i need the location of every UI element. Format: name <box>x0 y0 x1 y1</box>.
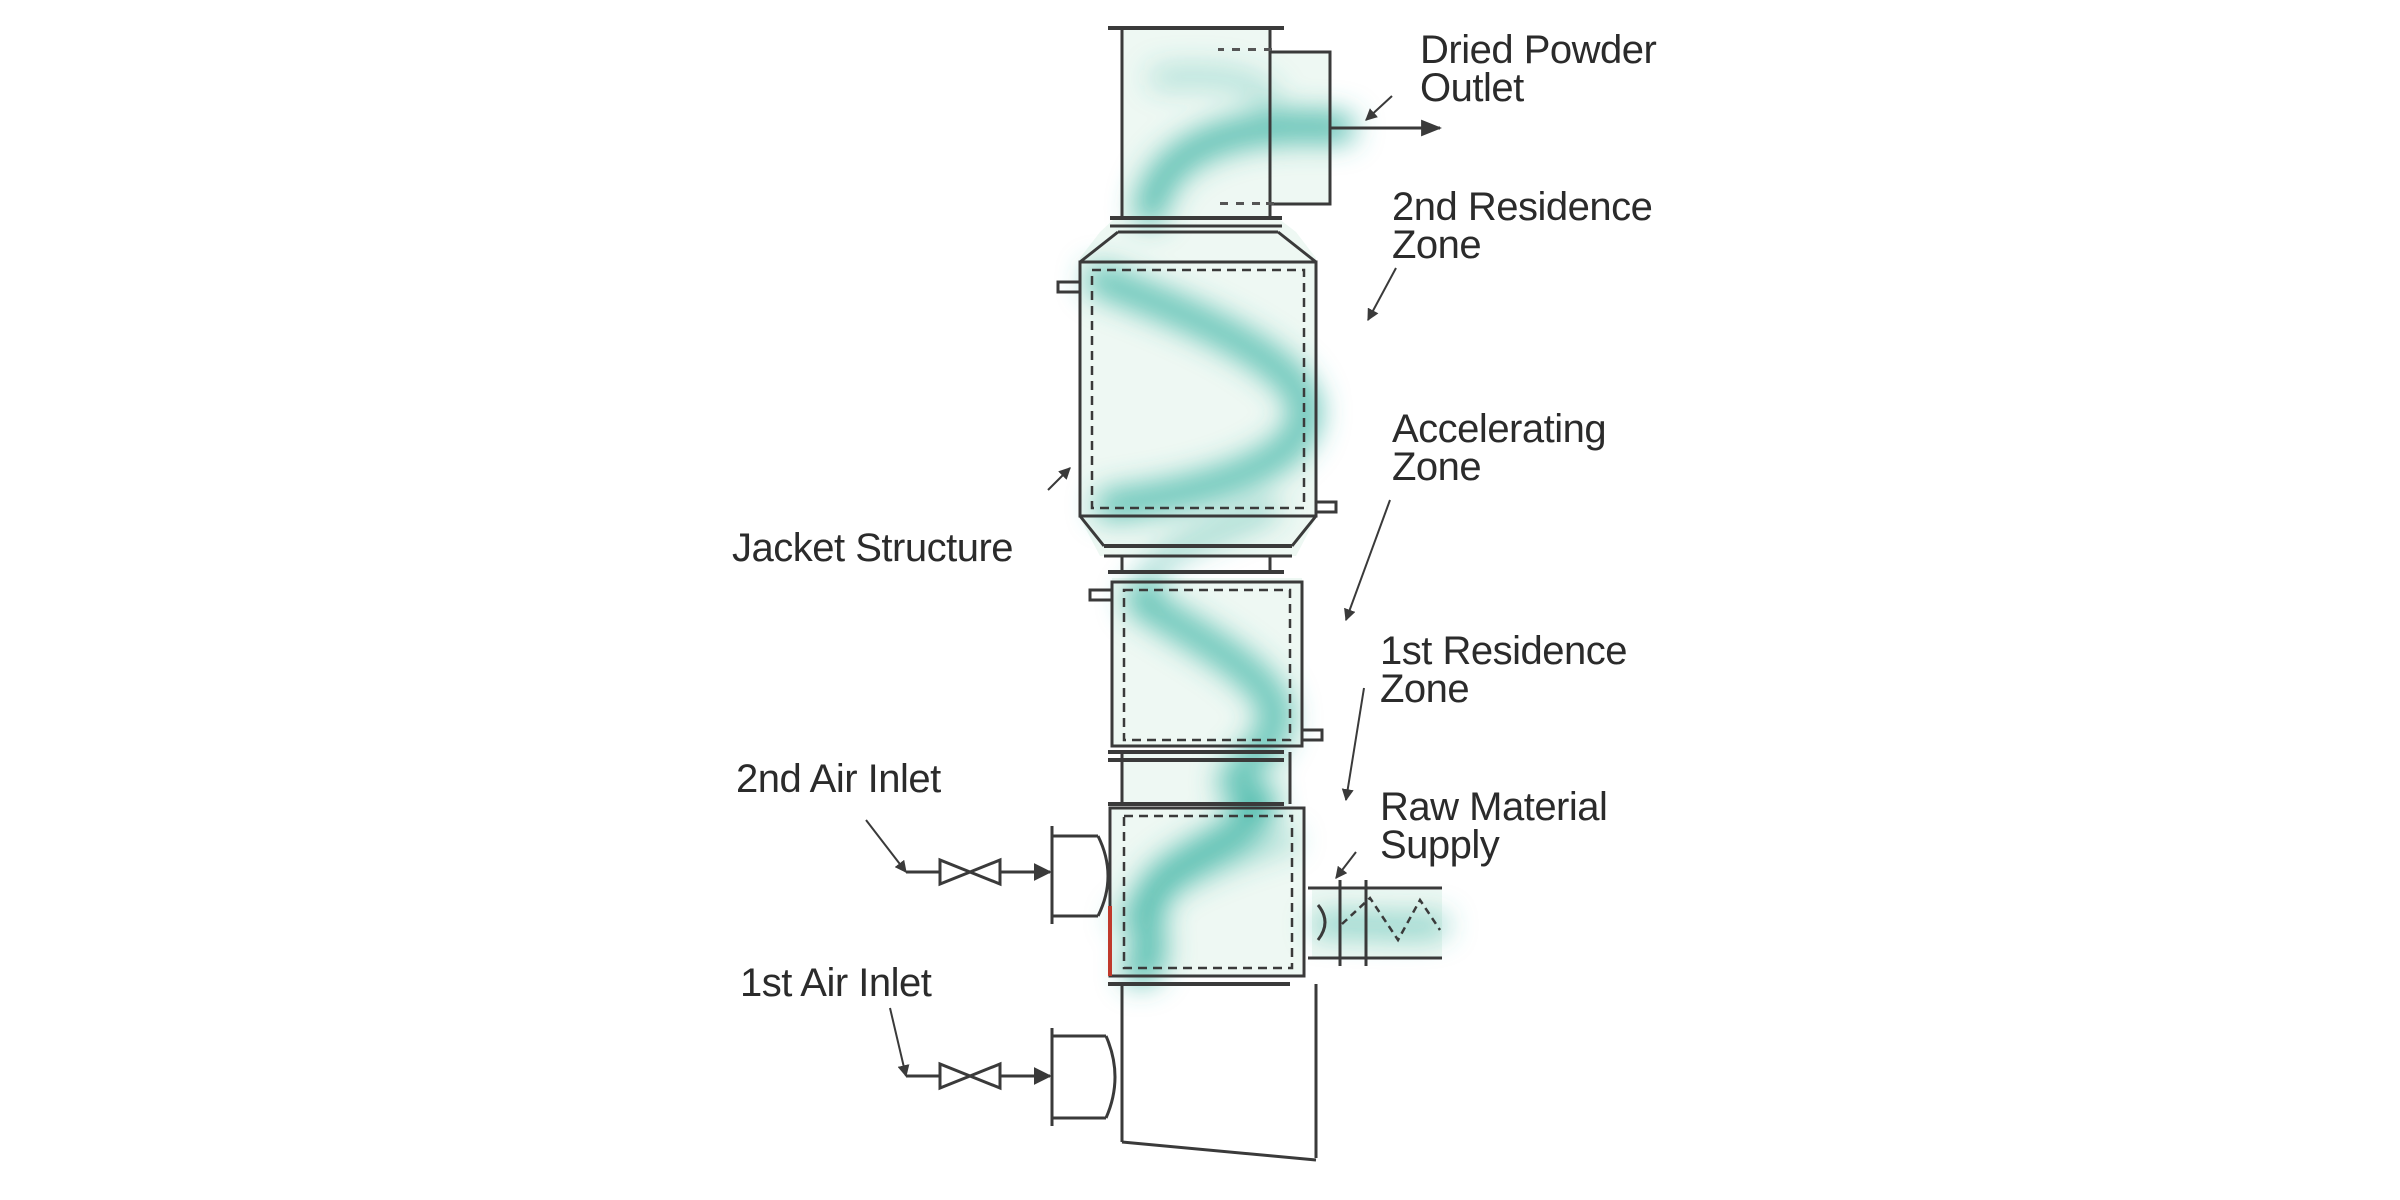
dryer-outline <box>1050 26 1442 1162</box>
air-inlet-lines <box>906 857 1052 1091</box>
label-line: Dried Powder <box>1420 28 1657 72</box>
label-line: 1st Air Inlet <box>740 961 932 1005</box>
label-first-residence-zone: 1st Residence Zone <box>1380 629 1627 711</box>
label-line: 2nd Air Inlet <box>736 757 941 801</box>
label-first-air-inlet: 1st Air Inlet <box>740 961 932 1005</box>
label-second-air-inlet: 2nd Air Inlet <box>736 757 941 801</box>
label-line: Zone <box>1380 667 1470 711</box>
leader-lines <box>865 95 1397 1078</box>
label-line: 1st Residence <box>1380 629 1627 673</box>
label-line: Raw Material <box>1380 785 1608 829</box>
label-accelerating-zone: Accelerating Zone <box>1392 407 1607 489</box>
label-raw-material-supply: Raw Material Supply <box>1380 785 1608 867</box>
outlet-marks <box>1218 48 1274 205</box>
label-jacket-structure: Jacket Structure <box>732 526 1014 570</box>
label-line: Zone <box>1392 223 1482 267</box>
label-line: Jacket Structure <box>732 526 1014 570</box>
label-line: Zone <box>1392 445 1482 489</box>
label-dried-powder-outlet: Dried Powder Outlet <box>1420 28 1657 110</box>
label-line: Outlet <box>1420 66 1524 110</box>
label-line: Accelerating <box>1392 407 1607 451</box>
label-second-residence-zone: 2nd Residence Zone <box>1392 185 1653 267</box>
label-line: 2nd Residence <box>1392 185 1653 229</box>
label-line: Supply <box>1380 823 1500 867</box>
